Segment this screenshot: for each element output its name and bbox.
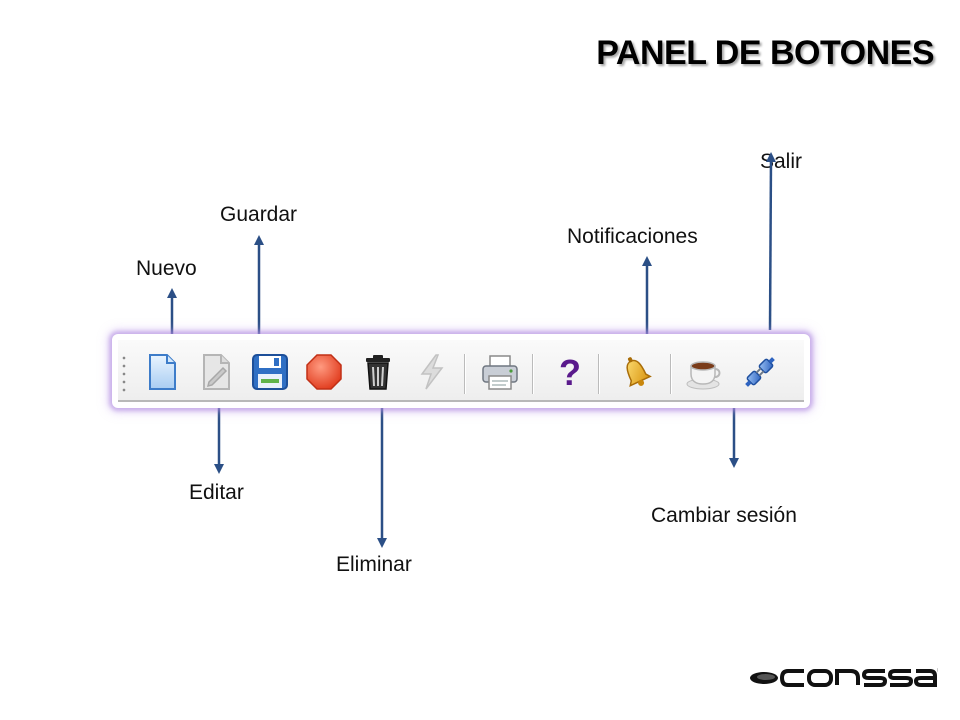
callout-notificaciones: Notificaciones xyxy=(567,225,698,248)
trash-icon xyxy=(366,355,390,390)
callout-editar: Editar xyxy=(189,481,244,504)
edit-button[interactable] xyxy=(196,352,236,392)
bell-icon xyxy=(626,357,652,388)
run-button[interactable] xyxy=(412,352,452,392)
exit-button[interactable] xyxy=(740,352,780,392)
callout-nuevo: Nuevo xyxy=(136,257,197,280)
delete-button[interactable] xyxy=(358,352,398,392)
edit-document-icon xyxy=(203,354,230,390)
help-button[interactable]: ? xyxy=(550,352,590,392)
callout-cambiar-sesion: Cambiar sesión xyxy=(651,504,797,527)
svg-text:®: ® xyxy=(937,667,938,674)
switch-session-button[interactable] xyxy=(684,352,724,392)
toolbar-separator xyxy=(598,354,600,394)
button-toolbar: ? xyxy=(112,334,810,408)
stop-button[interactable] xyxy=(304,352,344,392)
new-document-icon xyxy=(149,354,176,390)
arrow-salir xyxy=(765,152,776,331)
print-button[interactable] xyxy=(480,352,520,392)
printer-icon xyxy=(482,355,518,390)
toolbar-separator xyxy=(532,354,534,394)
lightning-icon xyxy=(420,354,444,390)
save-button[interactable] xyxy=(250,352,290,392)
callout-eliminar: Eliminar xyxy=(336,553,412,576)
toolbar-grip-handle[interactable] xyxy=(122,354,126,394)
plug-icon xyxy=(745,357,775,387)
save-disk-icon xyxy=(252,354,288,390)
conssa-logo: ® xyxy=(750,667,938,687)
toolbar-separator xyxy=(464,354,466,394)
toolbar-body: ? xyxy=(118,340,804,402)
stop-icon xyxy=(306,354,342,390)
toolbar-separator xyxy=(670,354,672,394)
notifications-button[interactable] xyxy=(616,352,656,392)
callout-guardar: Guardar xyxy=(220,203,298,226)
svg-text:?: ? xyxy=(559,352,581,392)
page-title: PANEL DE BOTONES xyxy=(596,34,934,72)
help-icon: ? xyxy=(559,352,581,392)
new-button[interactable] xyxy=(142,352,182,392)
coffee-cup-icon xyxy=(686,361,721,390)
